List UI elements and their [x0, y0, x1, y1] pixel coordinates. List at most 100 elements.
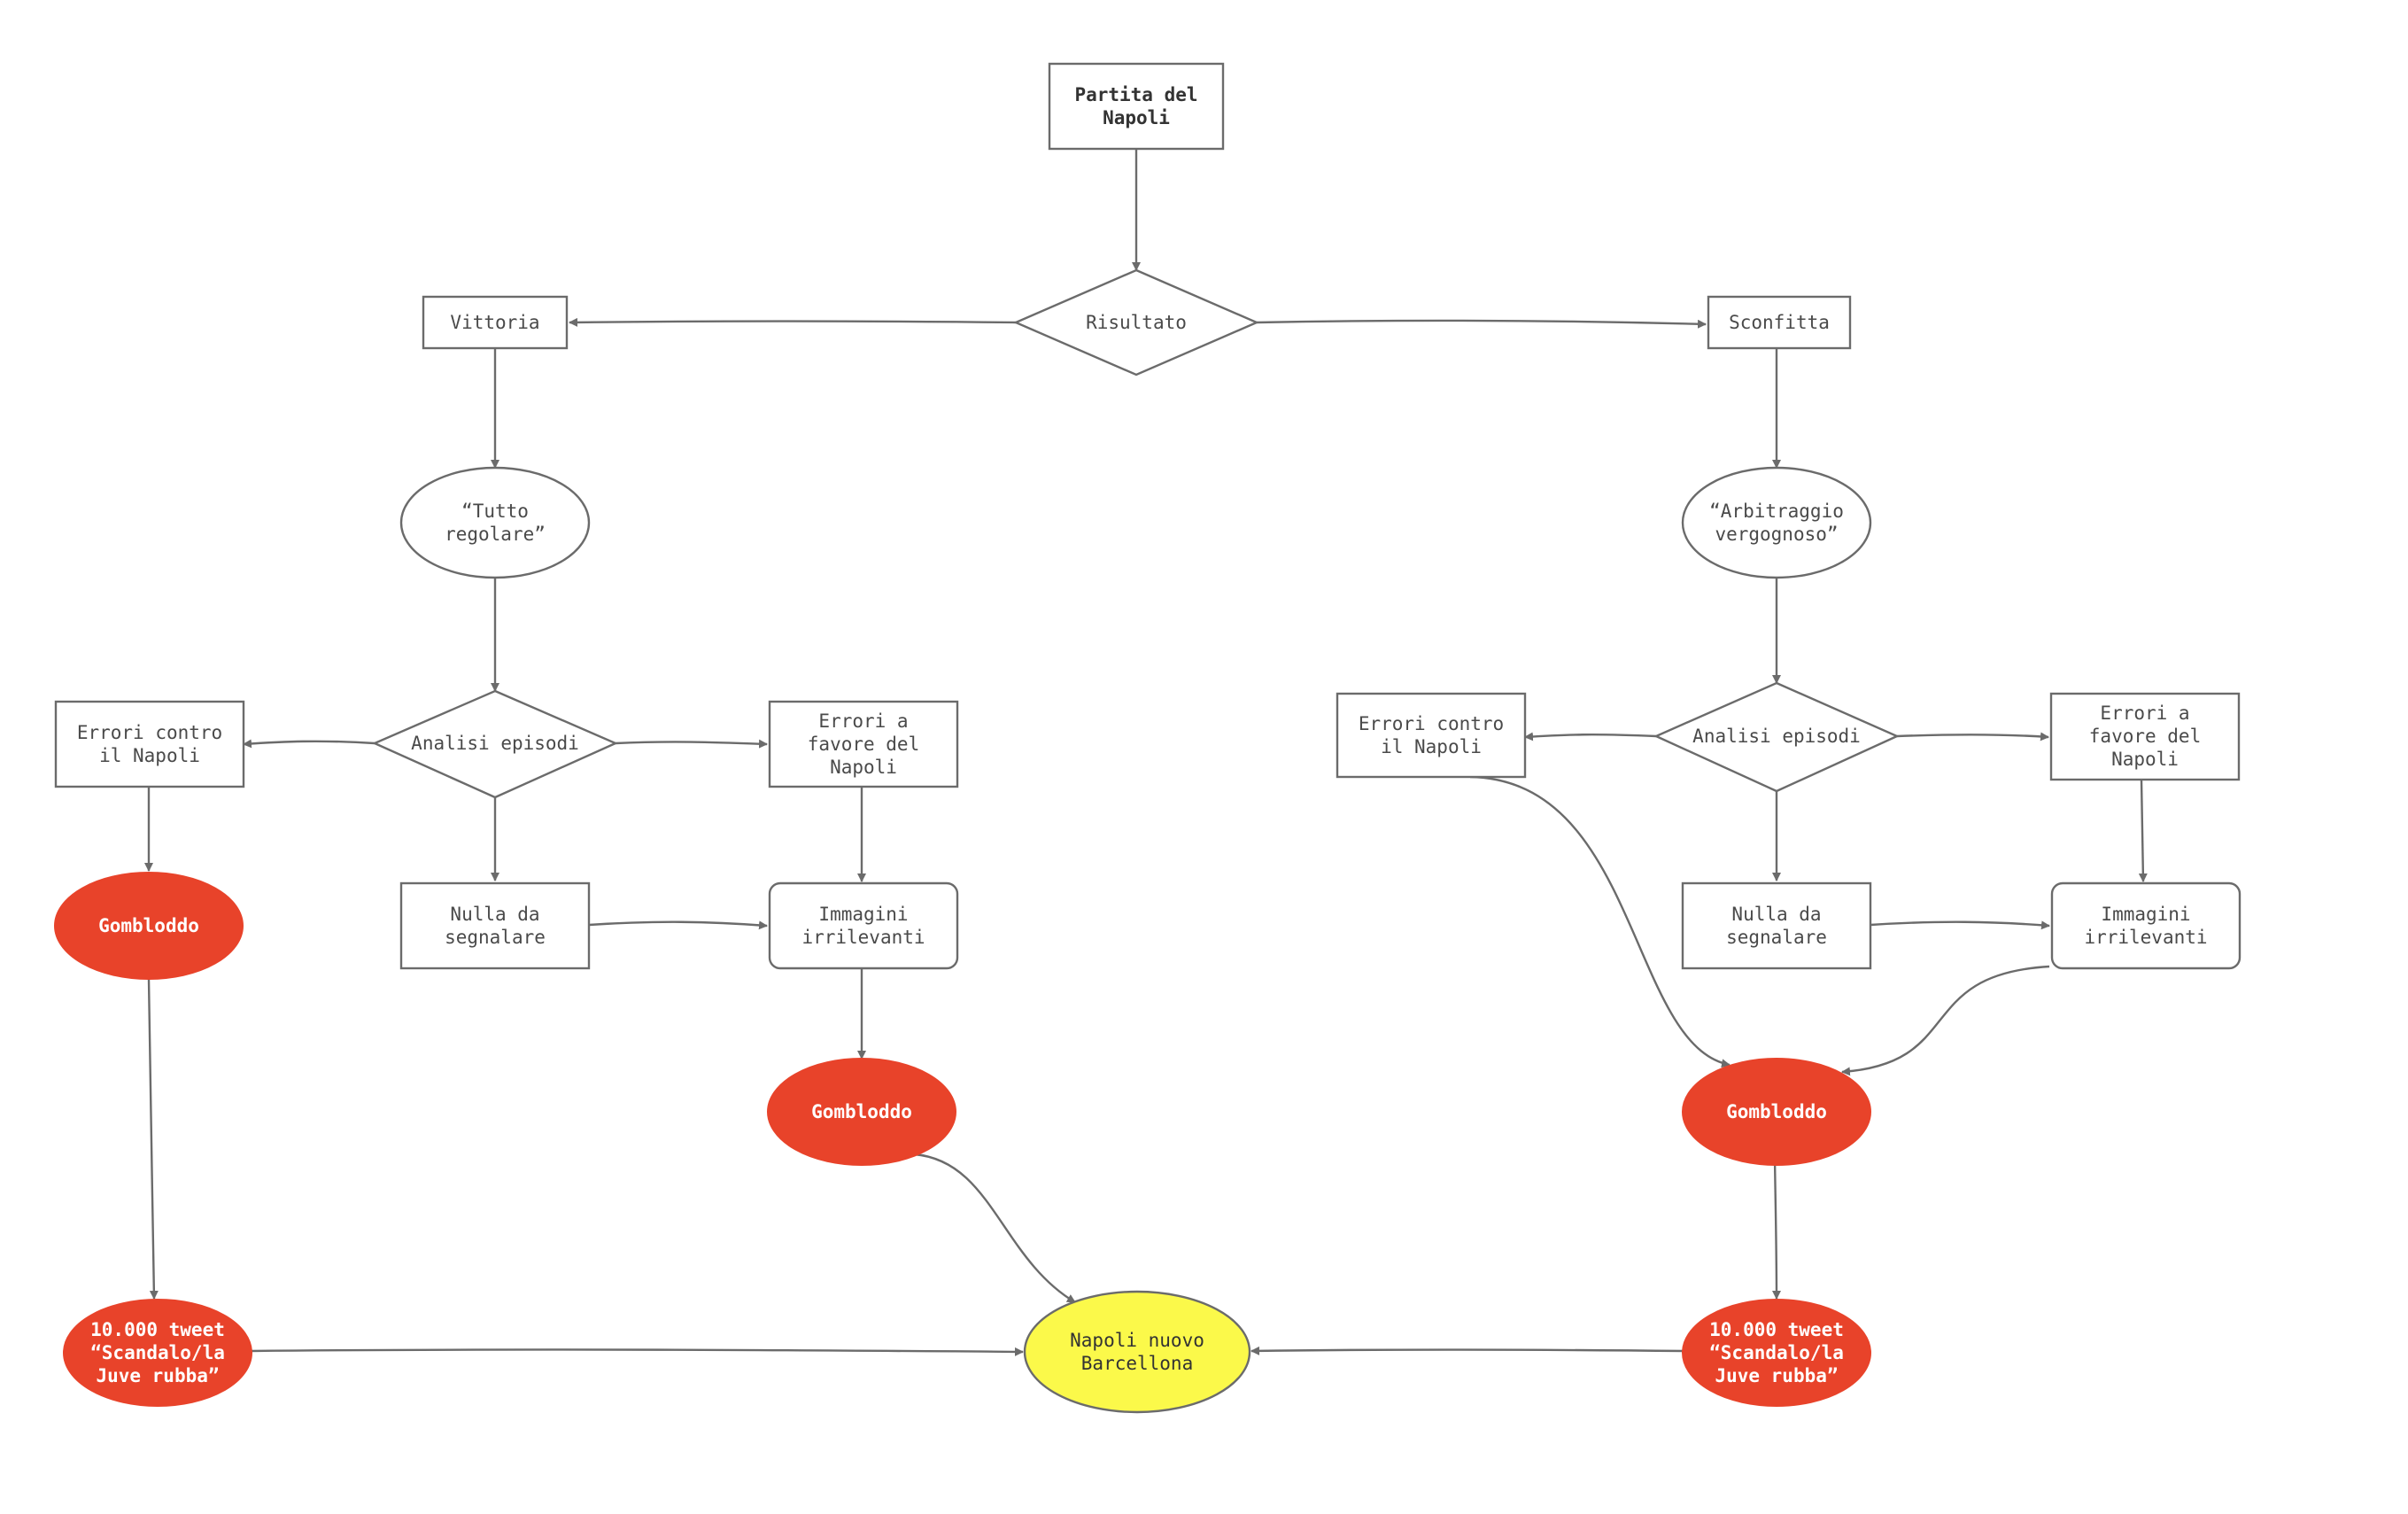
node-gombloddo-c[interactable]: [1682, 1058, 1871, 1166]
edge-gombloddo-c-tweet: [1771, 1157, 1781, 1300]
edge-tweet-left-barcellona: [251, 1347, 1024, 1356]
edge-tweet-right-barcellona: [1250, 1346, 1685, 1355]
node-errori-contro-left: [54, 700, 245, 788]
node-gombloddo-b[interactable]: [767, 1058, 956, 1166]
label-line: Napoli: [830, 757, 897, 778]
label-line: Barcellona: [1081, 1353, 1193, 1374]
label-gombloddo-a: Gombloddo: [98, 915, 199, 936]
label-line: Immagini: [818, 904, 908, 925]
label-vittoria: Vittoria: [450, 312, 539, 333]
node-errori-contro-right: [1336, 692, 1527, 779]
node-nulla-right: [1681, 881, 1872, 970]
label-line: Errori a: [818, 710, 908, 732]
label-line: Gombloddo: [98, 915, 199, 936]
label-line: Partita del: [1074, 84, 1197, 105]
label-line: 10.000 tweet: [1709, 1319, 1844, 1340]
node-sconfitta: [1707, 295, 1852, 350]
label-line: Vittoria: [450, 312, 539, 333]
node-vittoria: [422, 295, 569, 350]
label-line: Juve rubba”: [96, 1365, 219, 1386]
label-line: Gombloddo: [1726, 1101, 1827, 1122]
label-gombloddo-b: Gombloddo: [811, 1101, 912, 1122]
edge-analisi-left-errori-favore: [615, 739, 768, 749]
edge-risultato-sconfitta: [1256, 319, 1707, 329]
label-line: “Scandalo/la: [90, 1342, 225, 1363]
node-tweet-left[interactable]: [63, 1299, 252, 1407]
label-line: irrilevanti: [2084, 927, 2207, 948]
label-analisi-episodi-right: Analisi episodi: [1692, 726, 1861, 747]
label-line: Analisi episodi: [1692, 726, 1861, 747]
label-line: “Scandalo/la: [1709, 1342, 1844, 1363]
label-line: Errori contro: [77, 722, 222, 743]
edge-nulla-right-immagini: [1870, 920, 2050, 930]
edge-analisi-left-errori-contro: [243, 739, 376, 749]
node-partita-del-napoli: [1048, 62, 1225, 151]
node-nulla-left: [399, 881, 591, 970]
node-tweet-right[interactable]: [1682, 1299, 1871, 1407]
decision-analisi-episodi-left: [372, 689, 618, 799]
label-line: “Arbitraggio: [1709, 501, 1844, 522]
node-errori-favore-right: [2049, 692, 2241, 781]
label-line: Nulla da: [1731, 904, 1821, 925]
label-line: Risultato: [1086, 312, 1187, 333]
decision-risultato: [1012, 268, 1260, 377]
label-gombloddo-c: Gombloddo: [1726, 1101, 1827, 1122]
label-line: Napoli: [1103, 107, 1170, 128]
edge-errori-contro-right-gombloddo: [1469, 775, 1731, 1068]
edge-errori-favore-right-immagini: [2138, 779, 2148, 882]
label-line: Nulla da: [450, 904, 539, 925]
label-analisi-episodi-left: Analisi episodi: [411, 733, 579, 754]
label-line: favore del: [2089, 726, 2201, 747]
label-risultato: Risultato: [1086, 312, 1187, 333]
edge-analisi-right-errori-favore: [1896, 732, 2049, 741]
label-line: Immagini: [2101, 904, 2190, 925]
label-line: Napoli nuovo: [1070, 1330, 1204, 1351]
label-line: regolare”: [445, 524, 546, 545]
edge-nulla-left-immagini: [588, 920, 768, 930]
node-errori-favore-left: [768, 700, 959, 788]
decision-analisi-episodi-right: [1653, 681, 1900, 793]
edge-gombloddo-a-tweet: [147, 978, 159, 1300]
label-sconfitta: Sconfitta: [1729, 312, 1830, 333]
label-line: Errori a: [2100, 703, 2189, 724]
edge-risultato-vittoria: [569, 317, 1017, 327]
node-arbitraggio-vergognoso: [1681, 466, 1872, 579]
label-line: favore del: [808, 734, 919, 755]
label-line: Errori contro: [1359, 713, 1504, 734]
label-line: Sconfitta: [1729, 312, 1830, 333]
node-napoli-nuovo-barcellona: [1023, 1290, 1251, 1414]
label-line: vergognoso”: [1715, 524, 1838, 545]
label-line: Juve rubba”: [1715, 1365, 1838, 1386]
node-gombloddo-a[interactable]: [54, 872, 244, 980]
node-tutto-regolare: [399, 466, 591, 579]
node-immagini-right: [2050, 881, 2242, 970]
edge-immagini-right-gombloddo: [1841, 965, 2050, 1076]
label-line: il Napoli: [1381, 736, 1482, 757]
edge-analisi-right-errori-contro: [1524, 732, 1657, 741]
label-line: “Tutto: [461, 501, 529, 522]
label-line: segnalare: [445, 927, 546, 948]
label-line: segnalare: [1726, 927, 1827, 948]
label-line: irrilevanti: [801, 927, 925, 948]
edge-gombloddo-b-barcellona: [913, 1153, 1076, 1304]
label-line: Gombloddo: [811, 1101, 912, 1122]
label-line: il Napoli: [99, 745, 200, 766]
label-line: Napoli: [2111, 749, 2179, 770]
